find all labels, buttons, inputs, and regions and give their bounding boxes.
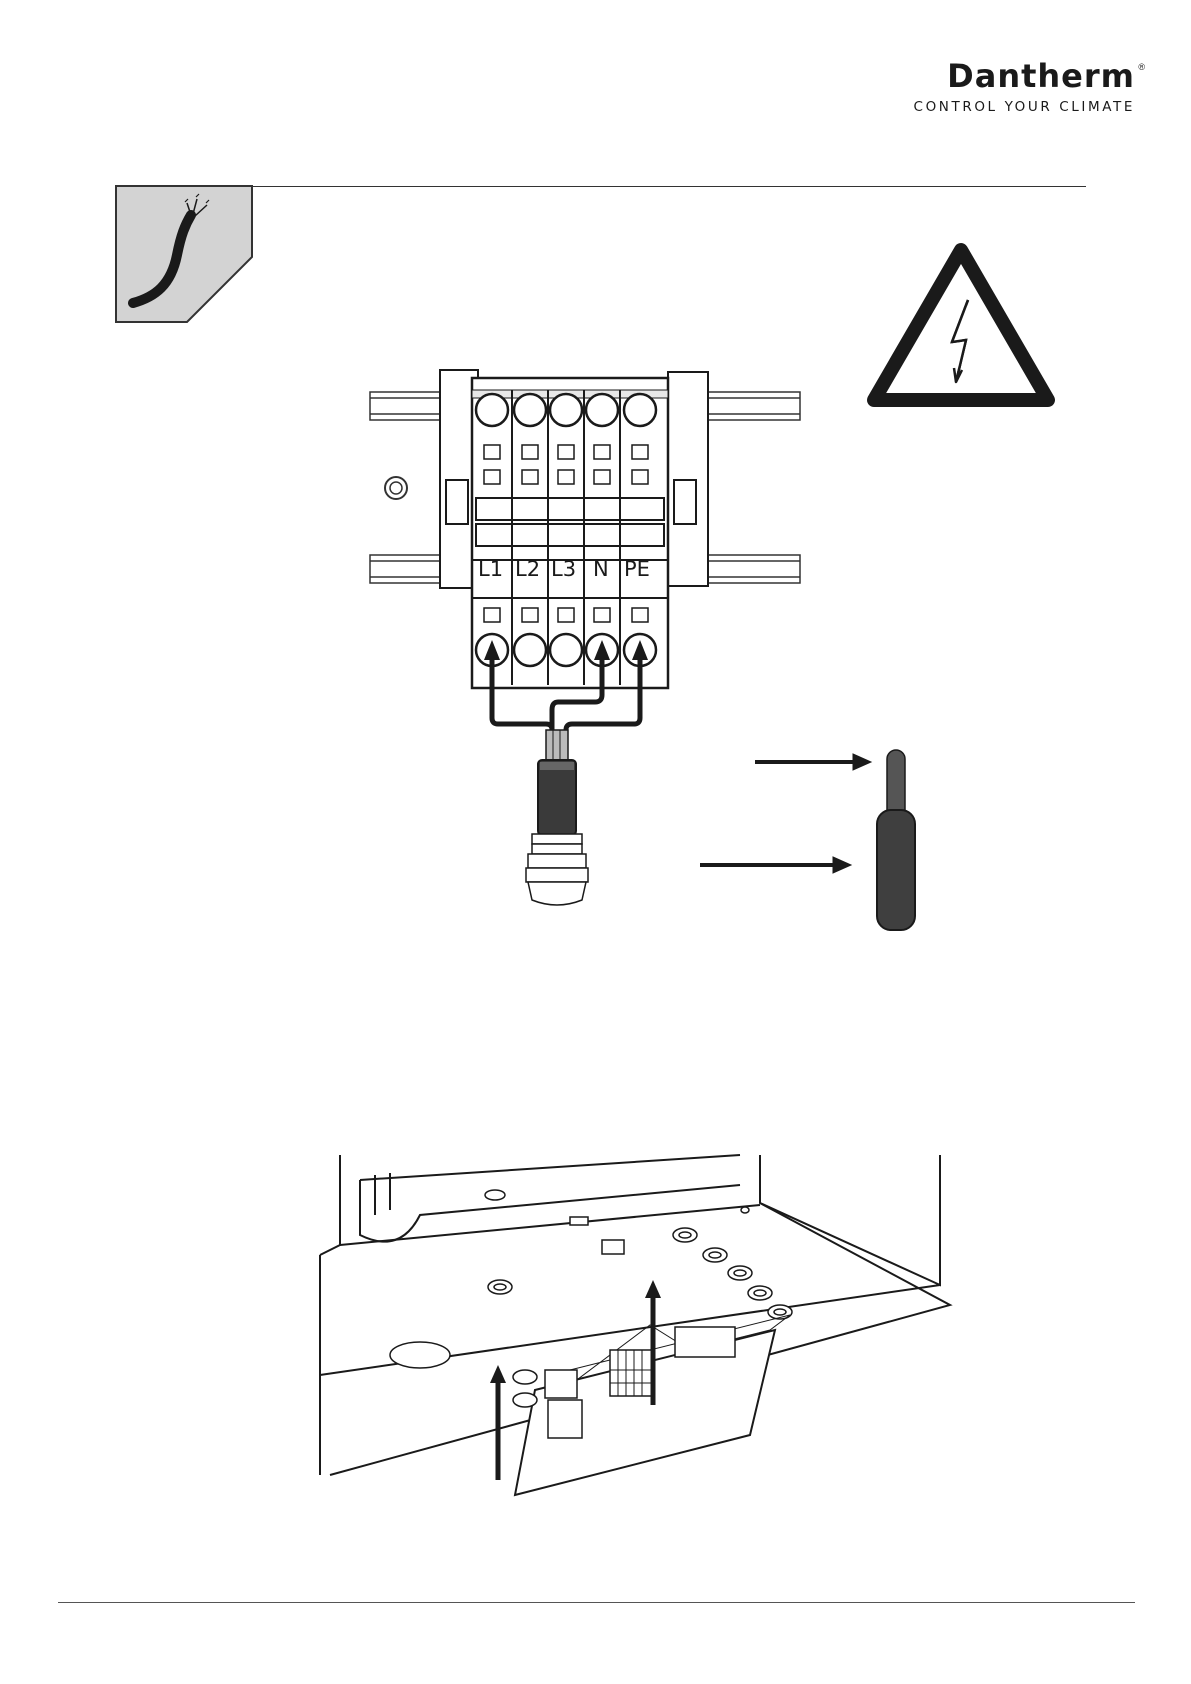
terminal-label-l1: L1 bbox=[478, 557, 503, 581]
terminal-label-pe: PE bbox=[624, 557, 650, 581]
cable-icon bbox=[115, 185, 253, 323]
terminal-label-l2: L2 bbox=[515, 557, 540, 581]
registered-mark: ® bbox=[1138, 62, 1145, 72]
pcb-installation-diagram bbox=[320, 1155, 970, 1495]
high-voltage-warning-icon bbox=[868, 242, 1054, 407]
terminal-label-n: N bbox=[593, 557, 609, 581]
wire-strip-detail bbox=[695, 740, 955, 940]
header-divider bbox=[250, 186, 1086, 187]
brand-logo: Dantherm ® CONTROL YOUR CLIMATE bbox=[895, 60, 1135, 120]
brand-tagline: CONTROL YOUR CLIMATE bbox=[914, 99, 1135, 115]
brand-name: Dantherm bbox=[947, 60, 1135, 92]
footer-divider bbox=[58, 1602, 1135, 1603]
terminal-label-l3: L3 bbox=[551, 557, 576, 581]
